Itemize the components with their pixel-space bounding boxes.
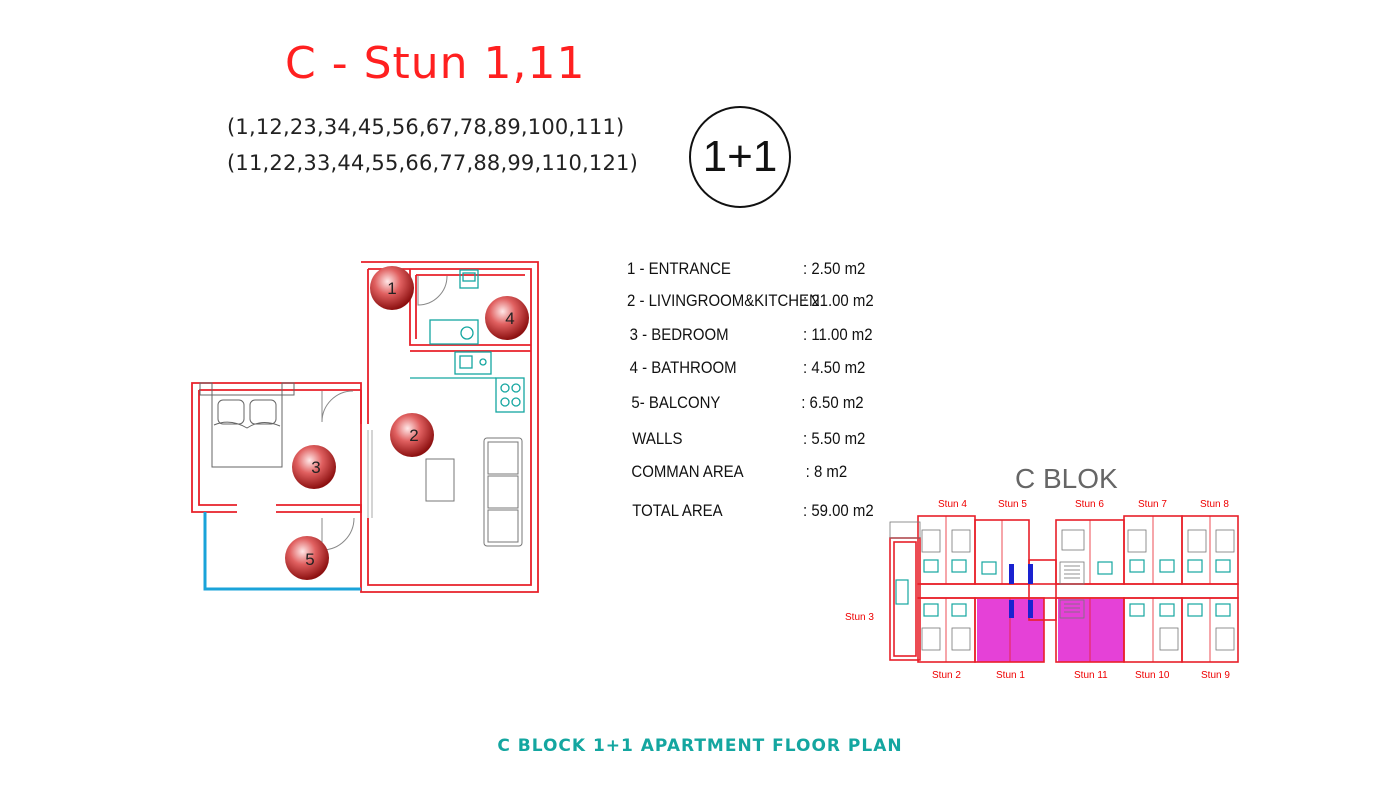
area-row: TOTAL AREA : 59.00 m2 [627,501,873,525]
area-row: 1 - ENTRANCE : 2.50 m2 [627,259,865,283]
stun-label-top: Stun 8 [1200,499,1229,510]
stun-label-side: Stun 3 [845,612,874,623]
area-row: 5- BALCONY : 6.50 m2 [627,393,863,417]
room-marker-1: 1 [387,279,396,298]
area-label: 1 - ENTRANCE [627,259,731,278]
stun-label-bottom: Stun 1 [996,670,1025,681]
area-label: 3 - BEDROOM [629,325,729,344]
unit-numbers-line-1: (1,12,23,34,45,56,67,78,89,100,111) [227,115,625,139]
unit-numbers-line-2: (11,22,33,44,55,66,77,88,99,110,121) [227,151,638,175]
apartment-type-label: 1+1 [702,132,778,181]
apartment-floor-plan: 1 4 2 3 5 [191,261,539,593]
room-marker-2: 2 [409,426,418,445]
area-label: TOTAL AREA [632,501,723,520]
area-value: : 5.50 m2 [803,429,866,448]
area-value: : 21.00 m2 [803,291,874,310]
stun-label-bottom: Stun 10 [1135,670,1170,681]
area-row: COMMAN AREA : 8 m2 [627,462,856,486]
footer-caption: C BLOCK 1+1 APARTMENT FLOOR PLAN [497,736,903,756]
area-value: : 2.50 m2 [803,259,866,278]
area-value: : 4.50 m2 [803,358,866,377]
stun-label-bottom: Stun 2 [932,670,961,681]
stun-label-top: Stun 6 [1075,499,1104,510]
room-marker-3: 3 [311,458,320,477]
room-marker-4: 4 [505,309,514,328]
area-row: 2 - LIVINGROOM&KITCHEN: 21.00 m2 [627,291,874,315]
area-value: : 11.00 m2 [803,325,873,344]
area-label: COMMAN AREA [631,462,744,481]
area-row: 4 - BATHROOM : 4.50 m2 [627,358,866,382]
stun-label-top: Stun 4 [938,499,967,510]
apartment-type-badge: 1+1 [689,106,791,208]
area-label: WALLS [632,429,683,448]
room-marker-5: 5 [305,550,314,569]
area-row: WALLS : 5.50 m2 [627,429,865,453]
stun-label-bottom: Stun 11 [1074,670,1108,681]
area-label: 4 - BATHROOM [629,358,737,377]
block-plan-title: C BLOK [1015,463,1118,494]
area-value: : 8 m2 [805,462,848,481]
stun-label-top: Stun 7 [1138,499,1167,510]
area-label: 2 - LIVINGROOM&KITCHEN [627,291,820,310]
stun-label-top: Stun 5 [998,499,1027,510]
page-title: C - Stun 1,11 [285,38,586,89]
block-plan-drawing [889,515,1239,663]
area-label: 5- BALCONY [631,393,721,412]
stun-label-bottom: Stun 9 [1201,670,1230,681]
area-row: 3 - BEDROOM : 11.00 m2 [627,325,873,349]
area-value: : 59.00 m2 [803,501,874,520]
area-value: : 6.50 m2 [801,393,864,412]
